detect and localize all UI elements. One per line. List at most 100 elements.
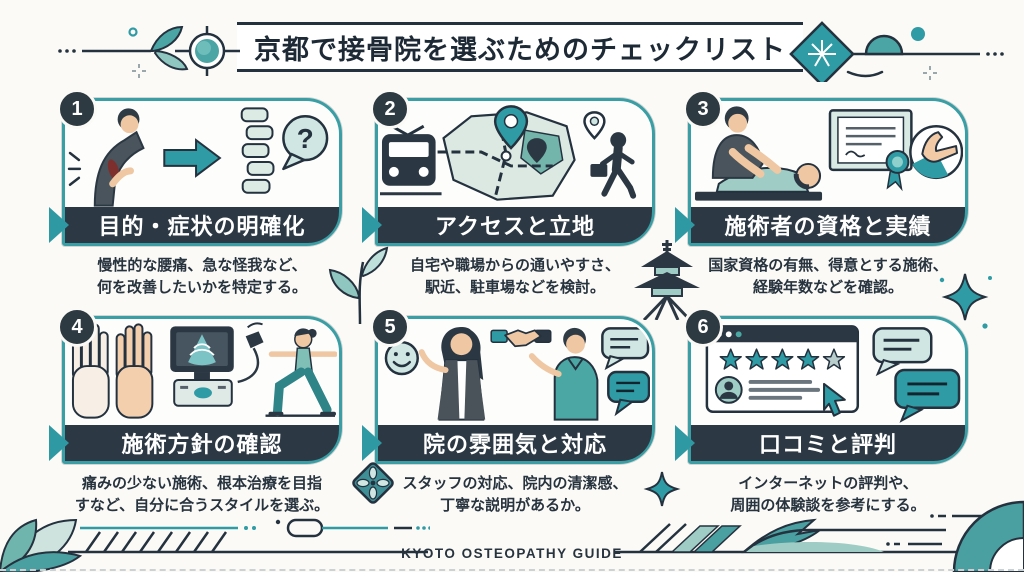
card-description: 痛みの少ない施術、根本治療を目指 すなど、自分に合うスタイルを選ぶ。: [74, 475, 330, 514]
bottom-right-decoration: [614, 500, 1024, 572]
clinician-icon: [528, 327, 599, 421]
leaf-branch-icon: [149, 25, 189, 71]
illustration-reviews: [693, 321, 963, 427]
wave-swoosh-icon: [741, 518, 946, 554]
page-title: 京都で接骨院を選ぶためのチェックリスト: [254, 34, 786, 65]
smiley-icon: [384, 340, 419, 376]
review-lines: [748, 379, 821, 400]
speech-bubbles-icon: [601, 327, 650, 417]
handshake-icon: [490, 329, 552, 348]
spine-icon: [240, 107, 275, 194]
card-title: アクセスと立地: [435, 214, 595, 239]
sparkle-large-icon: [939, 273, 992, 329]
open-palms-icon: [71, 323, 154, 419]
card-cell-1: 1: [49, 89, 348, 299]
dots-icon: [986, 52, 1004, 56]
card-title-banner: 目的・症状の明確化: [49, 207, 339, 243]
footer-label: KYOTO OSTEOPATHY GUIDE: [401, 546, 623, 561]
map-icon: [437, 111, 576, 201]
step-number-badge: 4: [57, 307, 97, 347]
card-4: 4: [49, 307, 342, 464]
diagonal-stripe-icon: [639, 523, 742, 553]
receptionist-icon: [418, 327, 486, 421]
arrow-right-icon: [163, 138, 222, 178]
walking-commuter-icon: [590, 132, 637, 199]
speech-bubbles-icon: [872, 327, 961, 423]
card-cell-5: 5: [362, 307, 661, 517]
step-number-badge: 3: [683, 89, 723, 129]
illustration-access: [380, 103, 650, 209]
card-title-banner: 施術方針の確認: [49, 425, 339, 461]
cursor-icon: [823, 382, 846, 417]
star-rating-icon: [719, 348, 846, 370]
reviewer-avatar-icon: [714, 375, 743, 404]
pill-outline-icon: [286, 518, 324, 538]
card-title: 口コミと評判: [758, 432, 897, 457]
card-title-banner: アクセスと立地: [362, 207, 652, 243]
card-title: 目的・症状の明確化: [98, 214, 306, 239]
card-description: 慢性的な腰痛、急な怪我など、 何を改善したいかを特定する。: [96, 257, 307, 296]
sparkle-small-icon: [643, 471, 681, 507]
title-banner: 京都で接骨院を選ぶためのチェックリスト: [237, 22, 803, 72]
teal-dot-icon: [911, 27, 925, 41]
pagoda-icon: [634, 240, 700, 320]
fan-diamond-icon: [789, 21, 855, 82]
step-number-badge: 1: [57, 89, 97, 129]
ribbon-chevron-icon: [675, 425, 695, 461]
bottom-left-decoration: [0, 518, 430, 572]
card-description: インターネットの評判や、 周囲の体験談を参考にする。: [730, 475, 926, 514]
step-number-badge: 5: [370, 307, 410, 347]
circle-node-icon: [188, 32, 226, 70]
sparkle-cross-icon: [923, 66, 937, 80]
step-number-badge: 2: [370, 89, 410, 129]
question-bubble-icon: ?: [282, 115, 329, 171]
card-description: スタッフの対応、院内の清潔感、 丁寧な説明があるか。: [402, 475, 628, 514]
header-right-decoration: [789, 21, 1004, 82]
card-cell-4: 4: [49, 307, 348, 517]
card-1: 1: [49, 89, 342, 246]
sun-semicircle-icon: [864, 34, 904, 56]
card-title-banner: 院の雰囲気と対応: [362, 425, 652, 461]
dots-icon: [58, 49, 76, 53]
card-description: 国家資格の有無、得意とする施術、 経験年数などを確認。: [708, 257, 948, 296]
ribbon-chevron-icon: [362, 425, 382, 461]
corner-leaves-icon: [0, 518, 83, 572]
illustration-policy: [67, 321, 337, 427]
card-title: 院の雰囲気と対応: [422, 432, 607, 457]
train-icon: [380, 124, 442, 196]
location-pin-icon: [493, 105, 529, 150]
corner-quarter-icon: [952, 500, 1024, 572]
illustration-atmosphere: [380, 321, 650, 427]
card-cell-3: 3: [675, 89, 974, 299]
diamond-flower-icon: [352, 462, 394, 504]
diagonal-hatch-icon: [84, 531, 228, 553]
back-pain-person-icon: [67, 108, 145, 207]
yoga-pose-icon: [265, 328, 337, 417]
card-5: 5: [362, 307, 655, 464]
small-pin-icon: [583, 111, 606, 140]
illustration-qualification: [693, 103, 963, 209]
ribbon-chevron-icon: [49, 425, 69, 461]
ribbon-chevron-icon: [362, 207, 382, 243]
header-left-decoration: [58, 25, 240, 78]
illustration-symptom: ?: [67, 103, 337, 209]
card-2: 2: [362, 89, 655, 246]
sparkle-cross-icon: [132, 64, 146, 78]
card-title: 施術方針の確認: [121, 432, 283, 457]
step-number-badge: 6: [683, 307, 723, 347]
card-cell-2: 2: [362, 89, 661, 299]
svg-text:?: ?: [297, 123, 314, 154]
leaf-sprig-icon: [328, 246, 389, 324]
practitioner-treating-patient-icon: [694, 106, 823, 201]
card-6: 6: [675, 307, 968, 464]
card-title-banner: 口コミと評判: [675, 425, 965, 461]
bottom-dashed-line: [0, 569, 1024, 571]
ribbon-chevron-icon: [49, 207, 69, 243]
card-title: 施術者の資格と実績: [724, 214, 932, 239]
ring-dot-icon: [128, 27, 138, 37]
card-description: 自宅や職場からの通いやすさ、 駅近、駐車場などを検討。: [409, 257, 620, 296]
card-title-banner: 施術者の資格と実績: [675, 207, 965, 243]
certificate-icon: [828, 109, 913, 192]
ribbon-chevron-icon: [675, 207, 695, 243]
ultrasound-machine-icon: [170, 322, 264, 407]
